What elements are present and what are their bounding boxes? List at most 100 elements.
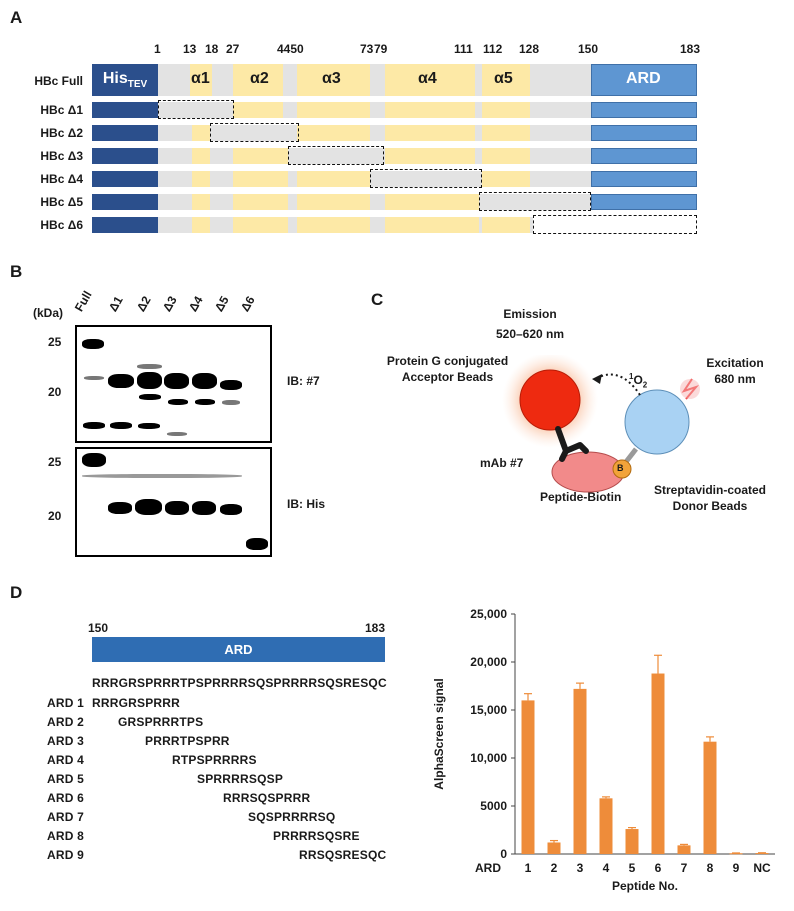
row-label-full: HBc Full: [34, 74, 83, 88]
panel-label-c: C: [371, 290, 384, 309]
row-label-delta4: HBc Δ4: [40, 172, 83, 186]
helix-segment: [297, 171, 370, 187]
peptide-label: ARD 1: [47, 696, 85, 710]
biotin-circle: [612, 459, 632, 479]
helix-segment: [482, 125, 530, 141]
his-tag-block: [92, 171, 158, 187]
helix-segment: [385, 125, 475, 141]
ard-block: [591, 102, 697, 118]
biotin-letter: B: [617, 463, 624, 473]
peptide-label: ARD 4: [47, 753, 85, 767]
blot-band: [110, 422, 132, 429]
mab-label: mAb #7: [480, 456, 524, 470]
alphascreen-bar-chart: 0500010,00015,00020,00025,000AlphaScreen…: [432, 607, 775, 893]
peptide-sequence: SQSPRRRRSQ: [248, 810, 336, 824]
data-bar: [521, 700, 535, 854]
x-axis-title: Peptide No.: [612, 879, 678, 893]
helix-segment: [482, 148, 530, 164]
position-number: 128: [519, 42, 540, 56]
acceptor-line2: Acceptor Beads: [401, 370, 494, 384]
peptide-label: ARD 6: [47, 791, 85, 805]
singlet-oxygen-label: 1O2: [629, 372, 647, 389]
acceptor-label: Protein G conjugated Acceptor Beads: [385, 354, 510, 384]
x-tick-label: 5: [629, 861, 636, 875]
peptide-label: ARD 2: [47, 715, 85, 729]
row-label-delta2: HBc Δ2: [40, 126, 83, 140]
his-tag-block: [92, 102, 158, 118]
helix-segment: [297, 194, 370, 210]
x-tick-label: 1: [525, 861, 532, 875]
ard-block: [591, 194, 697, 210]
x-tick-label: 2: [551, 861, 558, 875]
blot-band: [139, 394, 161, 400]
x-tick-label: 8: [707, 861, 714, 875]
position-number: 79: [374, 42, 388, 56]
donor-line2: Donor Beads: [672, 499, 748, 513]
lane-label: Δ3: [159, 293, 180, 314]
his-tag-label: His: [102, 70, 128, 87]
data-bar: [599, 798, 613, 854]
oxygen-subscript: 2: [642, 380, 648, 390]
x-tick-label: 4: [603, 861, 610, 875]
marker-label: 20: [48, 385, 62, 399]
helix-segment: [192, 194, 210, 210]
position-number: 4450: [277, 42, 304, 56]
deleted-region: [158, 100, 234, 119]
blot-band: [135, 499, 162, 515]
lane-label: Δ1: [105, 293, 126, 314]
helix-segment: [192, 148, 210, 164]
y-tick-label: 10,000: [470, 751, 507, 765]
lane-label: Full: [71, 288, 95, 314]
donor-label: Streptavidin-coated Donor Beads: [640, 483, 780, 513]
panel-label-d: D: [10, 583, 23, 602]
deleted-region: [370, 169, 482, 188]
y-tick-label: 0: [500, 847, 507, 861]
position-number: 73: [360, 42, 374, 56]
blot-band: [82, 339, 104, 349]
panel-label-a: A: [10, 8, 23, 27]
helix-segment: [297, 217, 370, 233]
donor-bead: [624, 389, 690, 455]
deleted-region: [288, 146, 384, 165]
x-tick-label: NC: [753, 861, 771, 875]
ard-block: [591, 171, 697, 187]
his-tag-block: [92, 125, 158, 141]
panel-label-b: B: [10, 262, 23, 281]
helix-segment: [385, 102, 475, 118]
antibody-icon: [555, 426, 589, 462]
ard-end-number: 183: [365, 621, 386, 635]
blot-band: [167, 432, 187, 436]
peptide-sequence: RRSQSRESQC: [299, 848, 387, 862]
helix-segment: [385, 217, 479, 233]
helix-alpha2: [233, 64, 283, 96]
x-tick-label: 6: [655, 861, 662, 875]
helix-segment: [385, 148, 475, 164]
emission-line1: Emission: [503, 307, 557, 321]
position-number: 183: [680, 42, 701, 56]
emission-line2: 520–620 nm: [495, 327, 565, 341]
blot-band: [108, 374, 134, 388]
ard-block: [591, 148, 697, 164]
ard-bar: ARD: [92, 637, 385, 662]
data-bar: [703, 741, 717, 854]
helix-segment: [482, 102, 530, 118]
helix-segment: [233, 148, 288, 164]
data-bar: [677, 845, 691, 854]
row-label-delta5: HBc Δ5: [40, 195, 83, 209]
x-tick-label: 3: [577, 861, 584, 875]
peptide-label: ARD 7: [47, 810, 85, 824]
peptide-sequence: PRRRRSQSRE: [273, 829, 360, 843]
data-bar: [573, 688, 587, 854]
y-tick-label: 5000: [480, 799, 507, 813]
ard-block: [591, 125, 697, 141]
helix-segment: [297, 125, 370, 141]
deleted-region: [479, 192, 591, 211]
oxygen-letter: O: [633, 373, 643, 387]
western-blot-bottom: [75, 447, 272, 557]
row-label-delta1: HBc Δ1: [40, 103, 83, 117]
lane-label: Δ6: [237, 293, 258, 314]
helix-segment: [192, 125, 210, 141]
position-number: 112: [483, 42, 503, 56]
position-number: 18: [205, 42, 219, 56]
ard-block: [591, 64, 697, 96]
